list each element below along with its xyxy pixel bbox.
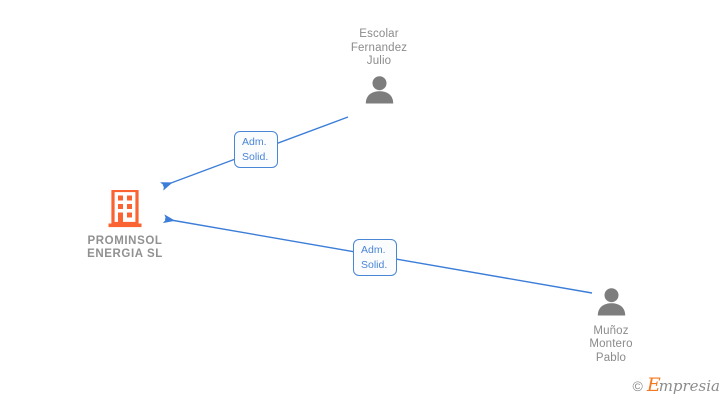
brand-name: mpresia (658, 377, 720, 395)
company-name-label: PROMINSOL ENERGIA SL (87, 234, 163, 261)
watermark-empresia: © E mpresia (632, 376, 720, 395)
person-icon (318, 75, 440, 107)
node-company[interactable]: PROMINSOL ENERGIA SL (62, 188, 188, 262)
relationship-label-munoz[interactable]: Adm. Solid. (353, 239, 397, 276)
person-icon (550, 287, 672, 319)
person-name-label-escolar: Escolar Fernandez Julio (350, 28, 408, 67)
copyright-icon: © (632, 377, 643, 394)
person-name-label-munoz: Muñoz Montero Pablo (589, 324, 633, 364)
node-person-munoz[interactable]: Muñoz Montero Pablo (550, 287, 672, 365)
relationship-label-escolar[interactable]: Adm. Solid. (234, 131, 278, 168)
brand-initial: E (646, 374, 661, 396)
node-person-escolar[interactable]: Escolar Fernandez Julio (318, 28, 440, 106)
building-icon (62, 188, 188, 231)
